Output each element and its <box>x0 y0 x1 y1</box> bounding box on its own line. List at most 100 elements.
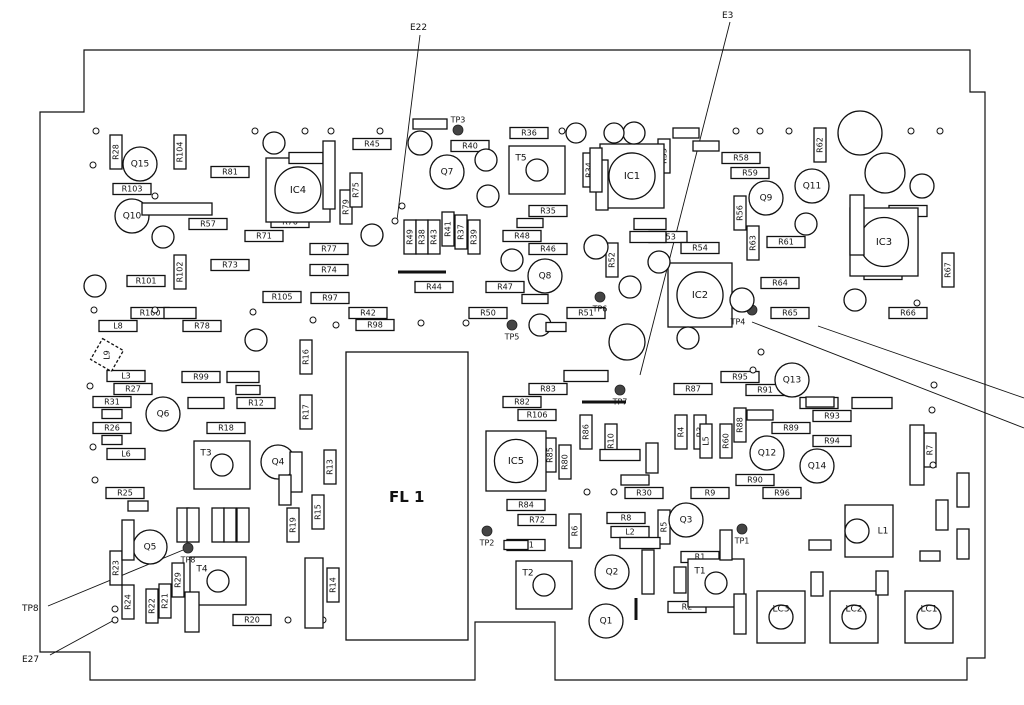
resistor-label: R40 <box>462 142 478 151</box>
ic-body <box>493 438 539 484</box>
test-point-label: TP1 <box>734 537 750 546</box>
coil-label: L5 <box>702 436 711 446</box>
resistor-label: R22 <box>148 598 157 614</box>
resistor-r78 <box>182 319 222 333</box>
capacitor <box>235 384 261 396</box>
test-point-tp3 <box>452 124 464 136</box>
ic-label: IC5 <box>508 456 524 467</box>
resistor-r105 <box>262 290 302 304</box>
capacitor <box>805 396 835 408</box>
resistor-r59 <box>730 166 770 180</box>
capacitor <box>521 293 549 305</box>
resistor-label: R8 <box>621 514 632 523</box>
resistor-label: R38 <box>418 229 427 245</box>
resistor-label: R25 <box>117 489 133 498</box>
transformer-core <box>704 571 728 595</box>
capacitor <box>83 274 107 298</box>
resistor-label: R21 <box>161 593 170 609</box>
capacitor <box>599 448 641 462</box>
resistor-r19 <box>286 507 300 543</box>
capacitor <box>629 230 667 244</box>
capacitor <box>360 223 384 247</box>
resistor-label: R78 <box>194 322 210 331</box>
capacitor <box>187 396 225 410</box>
pad <box>749 366 757 374</box>
resistor-label: R91 <box>757 386 773 395</box>
resistor-label: R41 <box>444 221 453 237</box>
capacitor <box>289 451 303 493</box>
capacitor <box>641 549 655 595</box>
resistor-label: R87 <box>685 385 701 394</box>
resistor-label: R56 <box>736 205 745 221</box>
resistor-r60 <box>719 423 733 459</box>
resistor-r86 <box>579 414 593 450</box>
resistor-r74 <box>309 263 349 277</box>
resistor-r54 <box>680 241 720 255</box>
transistor-q12 <box>749 435 785 471</box>
test-point-label: TP3 <box>450 116 466 125</box>
resistor-label: R2 <box>682 603 693 612</box>
pad <box>91 476 99 484</box>
resistor-label: R23 <box>112 560 121 576</box>
capacitor <box>692 140 720 152</box>
resistor-r80 <box>558 444 572 480</box>
resistor-label: R88 <box>736 417 745 433</box>
resistor-r28 <box>109 134 123 170</box>
capacitor <box>956 472 970 508</box>
resistor-r52 <box>605 242 619 278</box>
resistor-r48 <box>502 229 542 243</box>
transistor-q11 <box>794 168 830 204</box>
ic-label: IC4 <box>290 185 306 196</box>
transistor-label: Q12 <box>758 449 777 459</box>
test-point-label: TP2 <box>479 539 495 548</box>
pad <box>913 299 921 307</box>
capacitor <box>101 434 123 446</box>
capacitor <box>633 217 667 231</box>
resistor-label: R62 <box>816 137 825 153</box>
coil-core <box>844 518 870 544</box>
capacitor <box>729 287 755 313</box>
transistor-q14 <box>799 448 835 484</box>
resistor-label: R86 <box>582 424 591 440</box>
resistor-label: R50 <box>480 309 496 318</box>
resistor-r58 <box>721 151 761 165</box>
test-point-label: TP4 <box>730 318 746 327</box>
test-point-label: TP5 <box>504 333 520 342</box>
transistor-q6 <box>145 396 181 432</box>
resistor-r64 <box>760 276 800 290</box>
transistor-label: Q7 <box>441 168 454 178</box>
resistor-r41 <box>441 211 455 247</box>
transformer-label: T1 <box>693 567 705 577</box>
resistor-r73 <box>210 258 250 272</box>
resistor-r63 <box>746 225 760 261</box>
pad <box>86 382 94 390</box>
capacitor <box>583 234 609 260</box>
resistor-label: R17 <box>302 404 311 420</box>
transistor-q3 <box>668 502 704 538</box>
resistor-r103 <box>112 182 152 196</box>
resistor-label: R49 <box>406 229 415 245</box>
capacitor <box>304 557 324 629</box>
transistor-label: Q6 <box>157 410 170 420</box>
resistor-r94 <box>812 434 852 448</box>
resistor-label: R58 <box>733 154 749 163</box>
capacitor <box>516 217 544 229</box>
resistor-label: R10 <box>607 433 616 449</box>
resistor-r82 <box>502 395 542 409</box>
test-point-tp2 <box>481 525 493 537</box>
resistor-label: R79 <box>342 199 351 215</box>
coil-l6 <box>106 447 146 461</box>
resistor-r102 <box>173 254 187 290</box>
test-point-tp8 <box>182 542 194 554</box>
capacitor <box>645 442 659 474</box>
capacitor <box>236 507 250 543</box>
pad <box>936 127 944 135</box>
pad <box>391 217 399 225</box>
resistor-r89 <box>771 421 811 435</box>
capacitor <box>909 173 935 199</box>
board-outline <box>39 49 986 681</box>
capacitor <box>864 152 906 194</box>
capacitor <box>808 539 832 551</box>
